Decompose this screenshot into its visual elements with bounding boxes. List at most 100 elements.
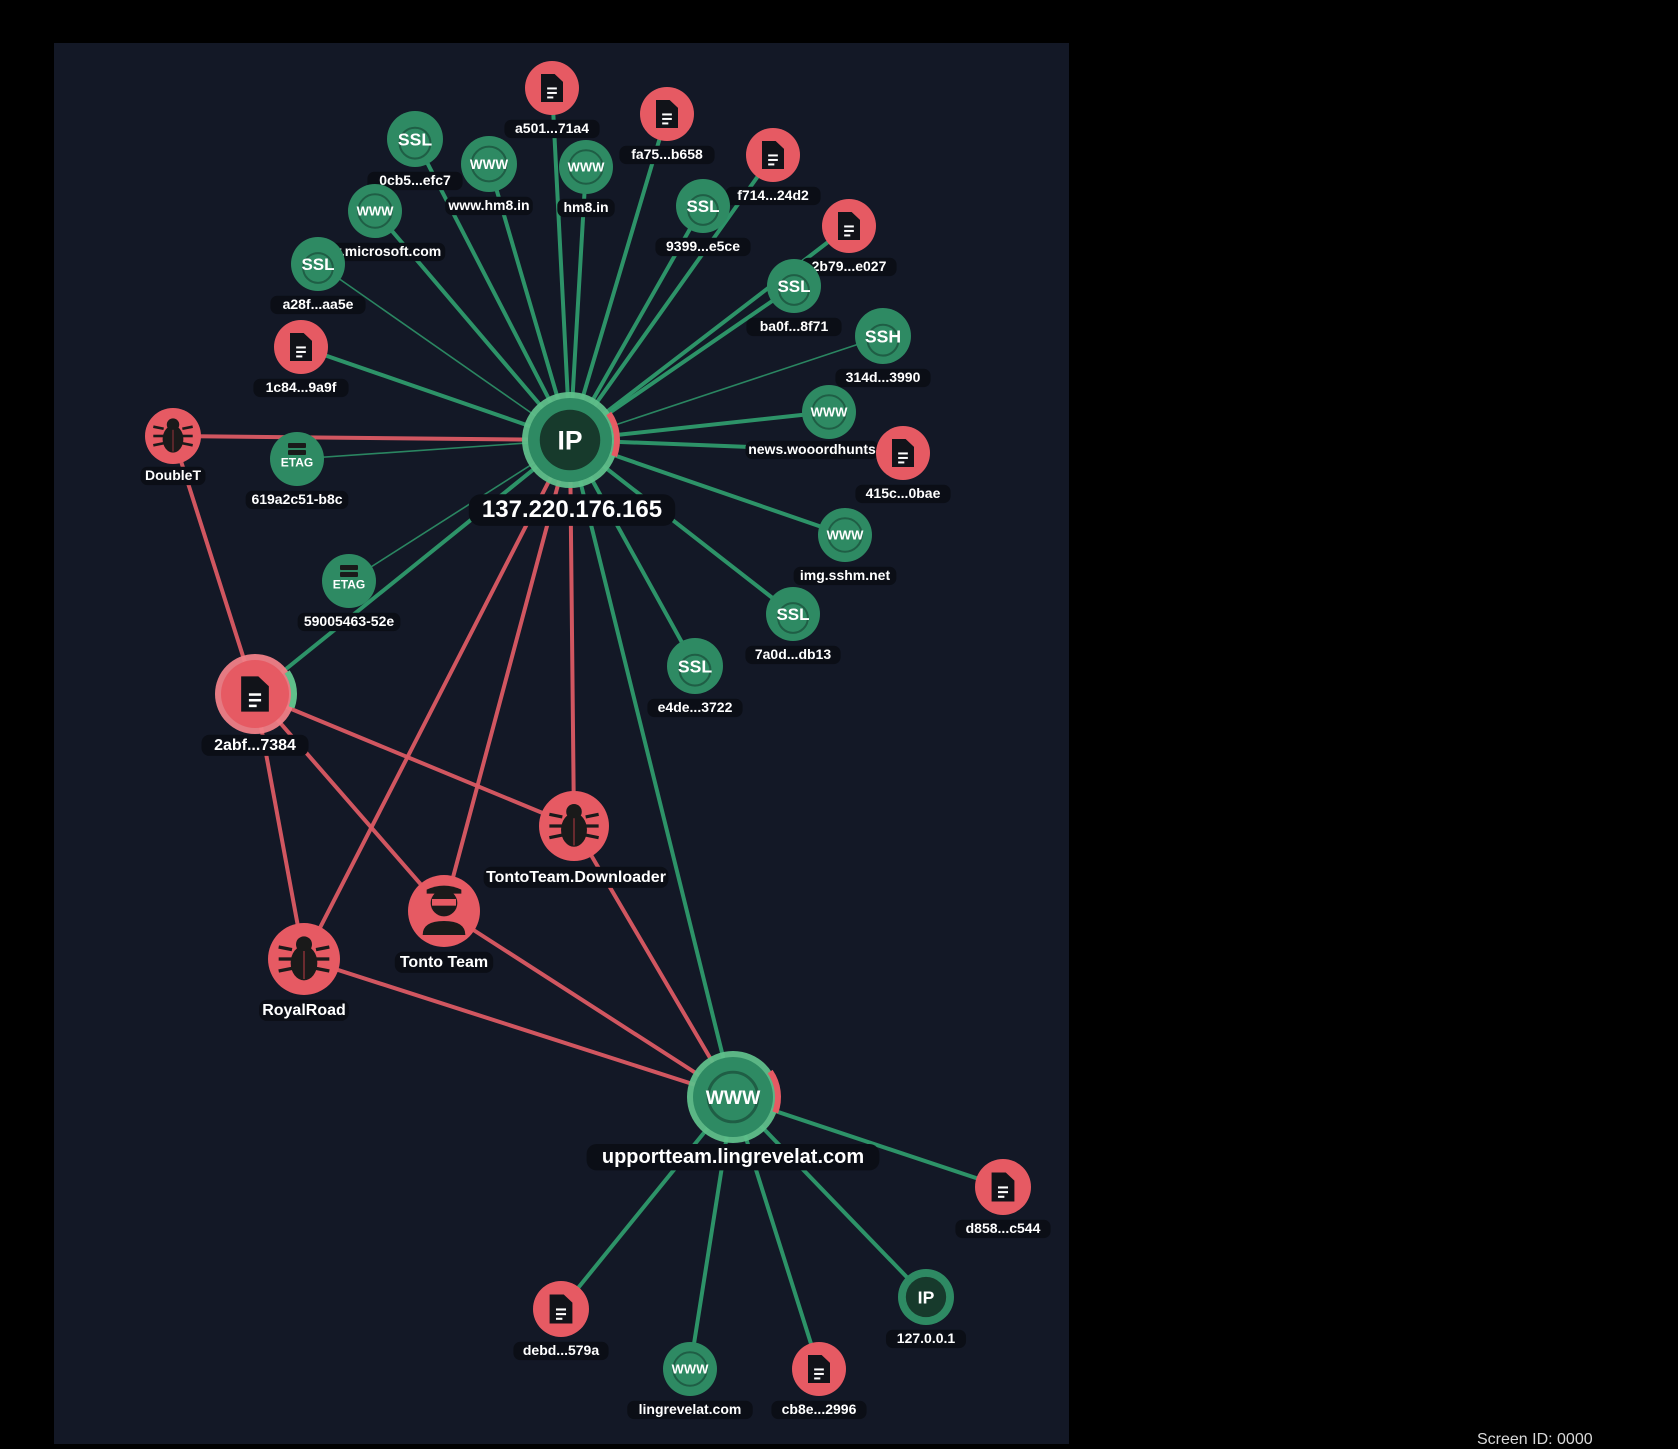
www-icon: WWW bbox=[827, 517, 865, 553]
node-a28f[interactable]: SSL a28f...aa5e bbox=[270, 237, 366, 315]
node-label-bg bbox=[793, 566, 897, 586]
www-icon: WWW bbox=[568, 149, 606, 185]
node-label-bg bbox=[394, 951, 494, 973]
ssl-icon: SSL bbox=[678, 653, 712, 687]
file-icon bbox=[290, 333, 312, 361]
node-a501[interactable]: a501...71a4 bbox=[504, 61, 600, 139]
edge-royal-domain_center bbox=[302, 957, 735, 1099]
node-label-bg bbox=[513, 1341, 609, 1361]
node-1c84[interactable]: 1c84...9a9f bbox=[253, 320, 349, 398]
node-2abf[interactable]: 2abf...7384 bbox=[201, 654, 309, 756]
file-icon bbox=[892, 439, 914, 467]
node-news-circle[interactable] bbox=[802, 385, 856, 439]
node-debd[interactable]: debd...579a bbox=[513, 1281, 609, 1361]
node-314d-circle[interactable] bbox=[855, 308, 911, 364]
ssl-icon-glyph: SSL bbox=[678, 656, 712, 676]
node-label: d858...c544 bbox=[966, 1220, 1041, 1236]
file-icon bbox=[541, 74, 563, 102]
node-wwwhm8-circle[interactable] bbox=[461, 136, 517, 192]
file-icon bbox=[549, 1294, 573, 1324]
actor-icon bbox=[422, 885, 466, 935]
www-icon-glyph: WWW bbox=[706, 1088, 761, 1109]
file-icon bbox=[656, 100, 678, 128]
node-7a0d-circle[interactable] bbox=[766, 587, 820, 641]
node-619a-circle[interactable] bbox=[270, 432, 324, 486]
file-icon bbox=[991, 1172, 1015, 1202]
node-domain_center-circle[interactable] bbox=[693, 1057, 773, 1137]
edge-2abf-tontodl bbox=[253, 692, 576, 828]
node-label: ba0f...8f71 bbox=[760, 318, 829, 334]
node-415c[interactable]: 415c...0bae bbox=[855, 426, 951, 504]
node-hm8-circle[interactable] bbox=[559, 140, 613, 194]
www-icon-glyph: WWW bbox=[827, 528, 865, 543]
www-icon-glyph: WWW bbox=[568, 160, 606, 175]
node-label-bg bbox=[483, 866, 669, 888]
edge-ip_center-royal bbox=[302, 438, 572, 961]
node-f714[interactable]: f714...24d2 bbox=[725, 128, 821, 206]
node-0cb5-circle[interactable] bbox=[387, 111, 443, 167]
ssl-icon-glyph: SSL bbox=[776, 605, 809, 624]
etag-icon-glyph: ETAG bbox=[333, 577, 365, 591]
node-label-bg bbox=[297, 612, 401, 632]
edge-domain_center-cb8e bbox=[731, 1095, 821, 1371]
www-icon: WWW bbox=[811, 394, 848, 430]
edge-ip_center-314d bbox=[569, 335, 884, 441]
node-tontodl[interactable]: TontoTeam.Downloader bbox=[483, 791, 669, 888]
node-5900-circle[interactable] bbox=[322, 554, 376, 608]
node-label-bg bbox=[745, 645, 841, 665]
node-2b79[interactable]: 2b79...e027 bbox=[801, 199, 897, 277]
node-label-bg bbox=[955, 1219, 1051, 1239]
node-127[interactable]: IP 127.0.0.1 bbox=[885, 1269, 967, 1349]
node-label: cb8e...2996 bbox=[782, 1401, 857, 1417]
node-label: f714...24d2 bbox=[737, 187, 809, 203]
node-label: lingrevelat.com bbox=[639, 1401, 742, 1417]
screen-id-watermark: Screen ID: 0000 bbox=[1477, 1431, 1593, 1448]
node-royal[interactable]: RoyalRoad bbox=[259, 923, 349, 1021]
node-label: 1c84...9a9f bbox=[266, 379, 337, 395]
node-label: e4de...3722 bbox=[658, 699, 733, 715]
node-9399-circle[interactable] bbox=[676, 179, 730, 233]
www-icon: WWW bbox=[357, 193, 394, 229]
node-d858[interactable]: d858...c544 bbox=[955, 1159, 1051, 1239]
edge-2abf-royal bbox=[253, 692, 306, 961]
node-label-bg bbox=[557, 198, 615, 218]
node-a28f-circle[interactable] bbox=[291, 237, 345, 291]
ssl-icon: SSL bbox=[776, 602, 810, 634]
node-cb8e[interactable]: cb8e...2996 bbox=[771, 1342, 867, 1420]
node-ba0f-circle[interactable] bbox=[767, 259, 821, 313]
node-label-bg bbox=[647, 698, 743, 718]
node-fa75[interactable]: fa75...b658 bbox=[619, 87, 715, 165]
node-tonto[interactable]: Tonto Team bbox=[394, 875, 494, 973]
node-msft-circle[interactable] bbox=[348, 184, 402, 238]
ip-icon-glyph: IP bbox=[918, 1287, 935, 1307]
ssl-icon: SSL bbox=[301, 252, 335, 284]
node-label-bg bbox=[140, 466, 206, 486]
node-e4de[interactable]: SSL e4de...3722 bbox=[647, 638, 743, 718]
node-imgsshm-circle[interactable] bbox=[818, 508, 872, 562]
node-doublet[interactable]: DoubleT bbox=[140, 408, 206, 486]
node-label: a28f...aa5e bbox=[283, 296, 354, 312]
node-label-bg bbox=[746, 317, 842, 337]
node-label: 127.0.0.1 bbox=[897, 1330, 956, 1346]
graph-canvas[interactable]: a501...71a4 fa75...b658 f714...24d22b79...… bbox=[54, 43, 1069, 1444]
node-label-bg bbox=[655, 237, 751, 257]
edge-tonto-domain_center bbox=[442, 909, 735, 1099]
node-label: fa75...b658 bbox=[631, 146, 703, 162]
node-e4de-circle[interactable] bbox=[667, 638, 723, 694]
node-lingrevelat-circle[interactable] bbox=[663, 1342, 717, 1396]
